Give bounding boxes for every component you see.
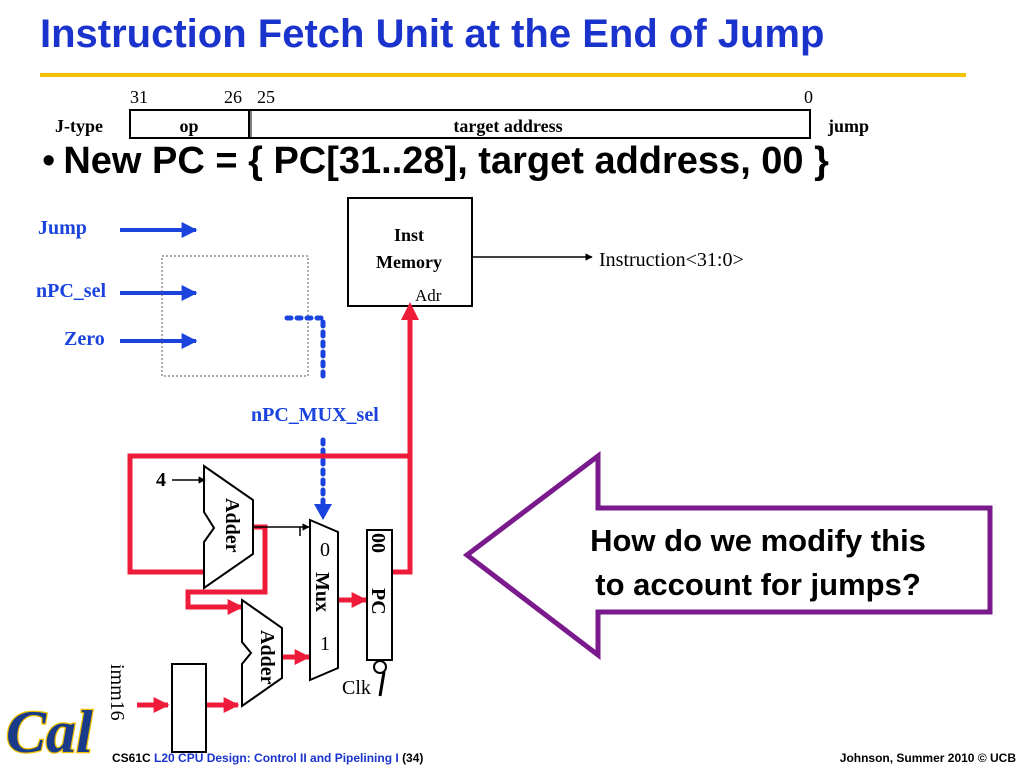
jtype-format: 31 26 25 0 J-type op target address jump (55, 87, 869, 139)
footer-page: (34) (402, 751, 424, 765)
pc-low-bits-label: 00 (367, 533, 389, 553)
npc-sel-signal-label: nPC_sel (36, 280, 106, 302)
bit-25-label: 25 (257, 87, 275, 107)
callout-arrow-shape (462, 450, 993, 661)
slide-title: Instruction Fetch Unit at the End of Jum… (40, 12, 825, 56)
inst-memory: Inst Memory Adr Instruction<31:0> (347, 197, 744, 307)
control-signals: Jump nPC_sel Zero nPC_MUX_sel (36, 217, 379, 520)
adder-1-shape (203, 464, 254, 590)
sign-extend-box (171, 663, 207, 753)
pc-to-adr-wire (392, 318, 413, 575)
mux-shape (309, 518, 339, 682)
inst-memory-label-2: Memory (376, 252, 442, 272)
footer-left: CS61C L20 CPU Design: Control II and Pip… (112, 751, 423, 765)
mux-label: Mux (311, 572, 333, 612)
const-four-label: 4 (156, 469, 166, 491)
title-underline (40, 73, 966, 77)
question-callout: How do we modify this to account for jum… (462, 450, 993, 661)
callout-line-2: to account for jumps? (595, 567, 921, 602)
target-field-label: target address (453, 116, 562, 136)
cal-logo: Cal (6, 699, 93, 765)
op-field-label: op (179, 116, 198, 136)
pc-mux: 0 Mux 1 (309, 518, 339, 682)
pc-feedback-wire (127, 453, 410, 575)
footer-credit: Johnson, Summer 2010 © UCB (839, 751, 1016, 765)
instruction-output-label: Instruction<31:0> (599, 249, 744, 271)
adr-label: Adr (415, 286, 442, 305)
clk-label: Clk (342, 677, 371, 699)
bit-26-label: 26 (224, 87, 242, 107)
npc-mux-sel-dotted-top (284, 315, 326, 385)
clk-wire (378, 671, 386, 697)
jump-instr-label: jump (827, 116, 869, 136)
footer-course: CS61C (112, 751, 151, 765)
adder-1-label: Adder (221, 498, 243, 553)
zero-signal-label: Zero (64, 328, 105, 350)
adder-2: Adder (241, 598, 283, 708)
bullet-dot: • (42, 140, 56, 182)
imm16-label: imm16 (106, 664, 128, 721)
new-pc-formula: New PC = { PC[31..28], target address, 0… (63, 140, 829, 182)
pc-to-adr-arrowhead (401, 302, 419, 320)
clk-input-bubble (373, 660, 387, 674)
inst-memory-box (347, 197, 473, 307)
adder-2-label: Adder (256, 630, 278, 685)
npc-mux-sel-arrowhead (314, 504, 332, 520)
jtype-label: J-type (55, 116, 103, 136)
adder-1: Adder 4 (156, 464, 254, 590)
callout-line-1: How do we modify this (590, 523, 926, 558)
jump-signal-label: Jump (38, 217, 87, 239)
datapath-wires (127, 302, 419, 714)
pc-register-box (366, 529, 393, 661)
mux-input-0-label: 0 (320, 539, 330, 561)
inst-memory-label-1: Inst (394, 225, 424, 245)
footer-lecture: L20 CPU Design: Control II and Pipelinin… (154, 751, 399, 765)
pc-label: PC (367, 588, 389, 615)
npc-mux-sel-label: nPC_MUX_sel (251, 404, 379, 426)
bit-0-label: 0 (804, 87, 813, 107)
new-pc-bullet: •New PC = { PC[31..28], target address, … (42, 140, 829, 183)
adder-2-shape (241, 598, 283, 708)
mux-input-1-label: 1 (320, 633, 330, 655)
bit-31-label: 31 (130, 87, 148, 107)
pc-register: 00 PC Clk (342, 529, 393, 699)
op-field-box (129, 109, 250, 139)
target-field-box (248, 109, 811, 139)
